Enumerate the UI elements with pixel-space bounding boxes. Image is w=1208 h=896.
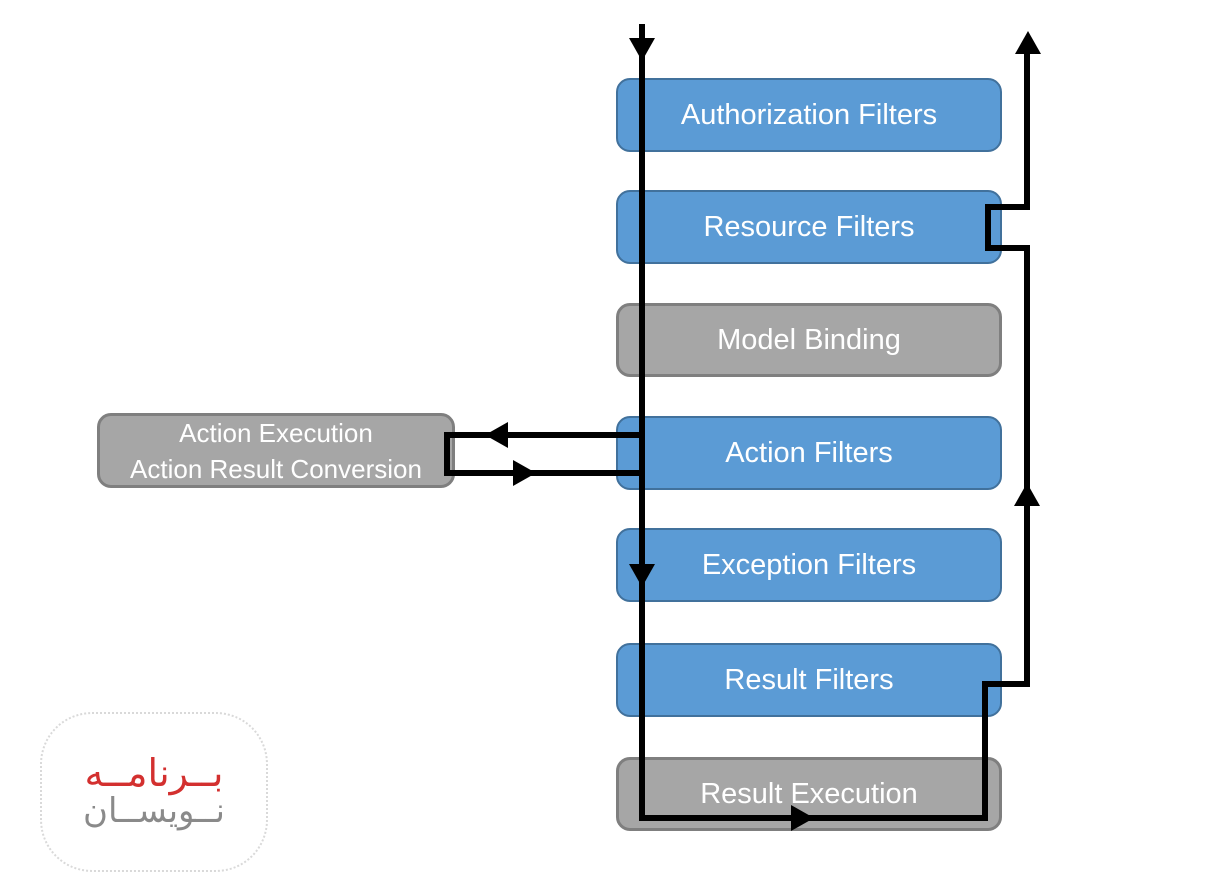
flow-line-response-rise-1: [982, 684, 988, 821]
flow-line-from-action-execution: [444, 470, 645, 476]
node-label: Exception Filters: [701, 548, 917, 581]
watermark-text-gray: نــویســان: [83, 791, 225, 832]
flow-line-action-bracket: [444, 432, 450, 476]
flow-line-resource-notch-vertical: [985, 204, 991, 251]
node-authorization-filters: Authorization Filters: [616, 78, 1002, 152]
node-label: Action Filters: [725, 436, 893, 469]
flow-line-resource-notch-top: [985, 204, 1030, 210]
node-action-execution: Action Execution Action Result Conversio…: [97, 413, 455, 488]
arrow-right-from-action-icon: [513, 460, 536, 486]
arrow-down-exception-icon: [629, 564, 655, 587]
arrow-up-response-mid-icon: [1014, 483, 1040, 506]
node-label: Authorization Filters: [680, 98, 938, 131]
arrow-down-request-icon: [629, 38, 655, 61]
node-label: Result Execution: [700, 777, 918, 810]
arrow-right-result-icon: [791, 805, 814, 831]
flow-line-response-rise-3: [1024, 54, 1030, 210]
flow-line-result-step: [982, 681, 1030, 687]
node-label: Resource Filters: [703, 210, 915, 243]
node-label-line1: Action Execution: [179, 417, 373, 448]
node-action-filters: Action Filters: [616, 416, 1002, 490]
node-label-line2: Action Result Conversion: [130, 453, 422, 484]
flow-line-to-action-execution: [444, 432, 645, 438]
watermark-text-red: بــرنامــه: [84, 751, 224, 796]
node-exception-filters: Exception Filters: [616, 528, 1002, 602]
node-label: Result Filters: [724, 663, 894, 696]
arrow-up-response-top-icon: [1015, 31, 1041, 54]
flow-line-request-vertical: [639, 24, 645, 821]
node-label: Model Binding: [717, 323, 901, 356]
watermark-logo: بــرنامــه نــویســان: [40, 712, 268, 872]
flow-line-response-rise-2: [1024, 245, 1030, 687]
node-result-filters: Result Filters: [616, 643, 1002, 717]
flow-line-resource-notch-bottom: [985, 245, 1030, 251]
node-model-binding: Model Binding: [616, 303, 1002, 377]
node-resource-filters: Resource Filters: [616, 190, 1002, 264]
arrow-left-to-action-icon: [485, 422, 508, 448]
